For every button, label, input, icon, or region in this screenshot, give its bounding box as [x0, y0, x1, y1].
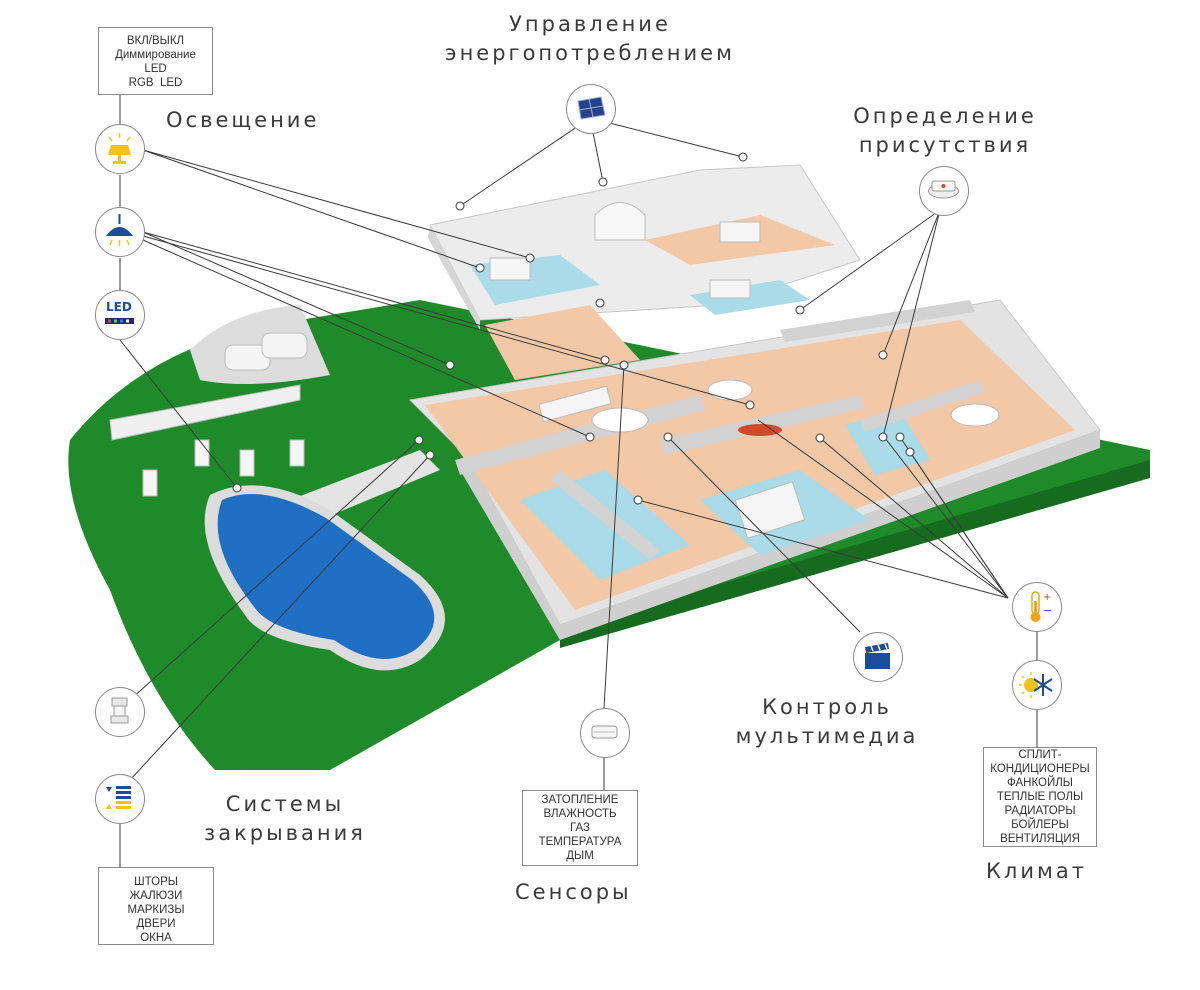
list-item: ТЕПЛЫЕ ПОЛЫ [996, 791, 1084, 803]
ceiling-light [738, 424, 782, 436]
list-item: RGB LED [128, 77, 183, 89]
smoke-sensor-icon [580, 708, 630, 758]
garden-fence [109, 384, 301, 441]
list-item: МАРКИЗЫ [127, 904, 185, 916]
presence-sensor-icon [919, 166, 969, 216]
sensors-options-box: ЗАТОПЛЕНИЕ ВЛАЖНОСТЬ ГАЗ ТЕМПЕРАТУРА ДЫМ [522, 790, 638, 866]
list-item: ВЛАЖНОСТЬ [543, 808, 617, 820]
sensors-title: Сенсоры [515, 880, 632, 904]
solar-panel-icon [566, 84, 616, 134]
pool-water [217, 494, 435, 659]
lighting-options-box: ВКЛ/ВЫКЛ Диммирование LED RGB LED [98, 27, 213, 95]
list-item: КОНДИЦИОНЕРЫ [990, 763, 1090, 775]
list-item: ДЫМ [566, 850, 594, 862]
list-item: РАДИАТОРЫ [1004, 805, 1076, 817]
sun-snowflake-icon [1012, 660, 1062, 710]
svg-text:+: + [1043, 592, 1051, 603]
interior-wall [550, 470, 660, 560]
lounge-chair [239, 449, 255, 477]
list-item: ДВЕРИ [136, 918, 176, 930]
list-item: ГАЗ [570, 822, 590, 834]
multimedia-title: Контроль мультимедиа [735, 695, 919, 748]
interior-wall [780, 300, 975, 342]
list-item: СПЛИТ- [1018, 749, 1062, 761]
closing-title: Системы закрывания [204, 792, 366, 845]
pendant-lamp-icon [95, 207, 145, 257]
list-item: ШТОРЫ [134, 876, 178, 888]
list-item: ОКНА [140, 932, 172, 944]
presence-title: Определение присутствия [853, 104, 1037, 157]
car-right [261, 332, 308, 359]
upper-floor-wall [428, 225, 480, 330]
led-strip-icon: LED [95, 290, 145, 340]
climate-title: Климат [986, 859, 1087, 883]
list-item: ФАНКОЙЛЫ [1007, 777, 1073, 789]
thermometer-icon: + − [1012, 582, 1062, 632]
list-item: ЗАТОПЛЕНИЕ [541, 794, 619, 806]
list-item: ВЕНТИЛЯЦИЯ [1000, 833, 1080, 845]
bed [734, 481, 806, 539]
closing-options-box: ШТОРЫ ЖАЛЮЗИ МАРКИЗЫ ДВЕРИ ОКНА [98, 867, 214, 945]
table-lamp-icon [95, 124, 145, 174]
dining-table [707, 379, 753, 401]
lounge-chair [289, 439, 305, 467]
garden-path [290, 450, 440, 520]
clapperboard-icon [853, 632, 903, 682]
sofa [538, 385, 612, 423]
lawn-front-edge [560, 460, 1150, 648]
list-item: ТЕМПЕРАТУРА [538, 836, 622, 848]
led-label: LED [106, 300, 132, 314]
list-item: LED [144, 63, 167, 75]
blinds-icon [95, 774, 145, 824]
dining-table [950, 403, 1000, 427]
arched-window [594, 202, 646, 241]
bed [709, 279, 751, 299]
bed [719, 221, 761, 243]
list-item: БОЙЛЕРЫ [1011, 819, 1069, 831]
bed [489, 257, 531, 281]
energy-title: Управление энергопотреблением [445, 12, 735, 65]
list-item: ВКЛ/ВЫКЛ [126, 35, 185, 47]
list-item: Диммирование [115, 49, 196, 61]
motor-drive-icon [95, 687, 145, 737]
lighting-title: Освещение [166, 108, 320, 132]
connector-lines [119, 95, 1038, 867]
connector-dots [232, 152, 915, 505]
climate-options-box: СПЛИТ- КОНДИЦИОНЕРЫ ФАНКОЙЛЫ ТЕПЛЫЕ ПОЛЫ… [983, 747, 1097, 847]
svg-text:−: − [1043, 604, 1052, 617]
list-item: ЖАЛЮЗИ [129, 890, 183, 902]
interior-wall [860, 380, 985, 432]
lounge-chair [142, 469, 158, 497]
